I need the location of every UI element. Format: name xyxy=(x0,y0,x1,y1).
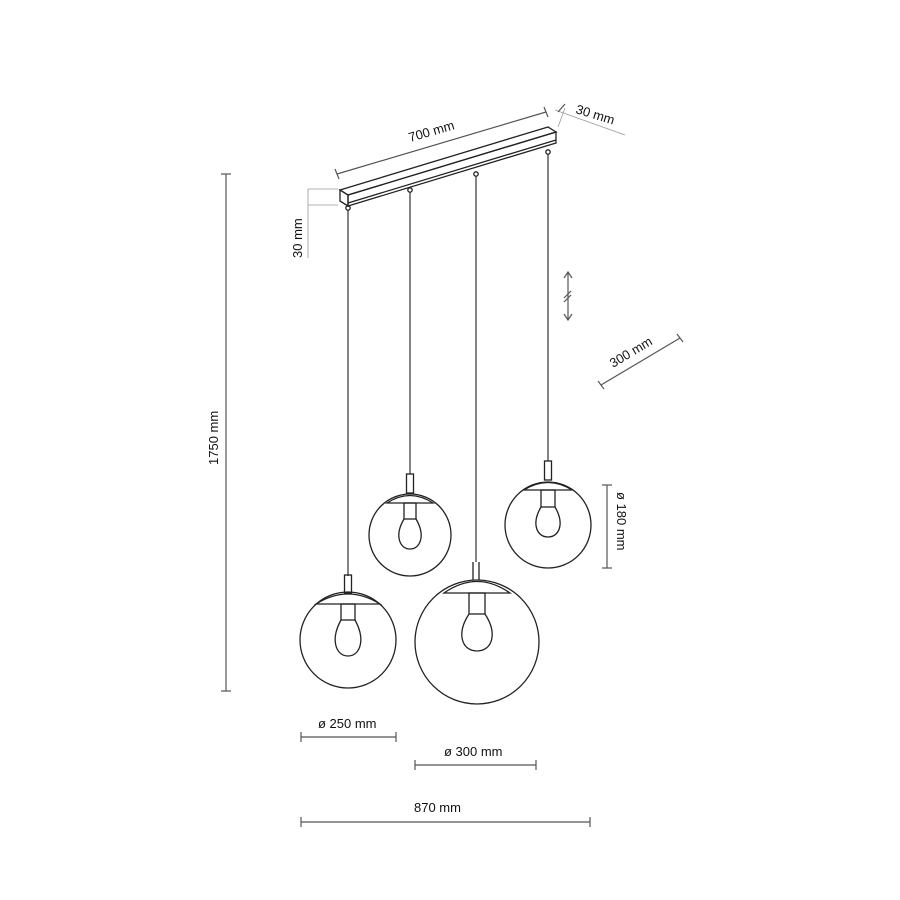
dim-total-width: 870 mm xyxy=(300,800,591,827)
dim-adjustable-cord: 300 mm xyxy=(597,334,684,390)
small-globe-label: ø 180 mm xyxy=(614,492,629,551)
medium-globe-label: ø 250 mm xyxy=(318,716,377,731)
dim-rail-height: 30 mm xyxy=(290,188,338,258)
rail-depth-label: 30 mm xyxy=(574,102,616,128)
pendant-middle-left xyxy=(368,473,452,577)
pendant-right xyxy=(504,460,592,569)
large-globe-label: ø 300 mm xyxy=(444,744,503,759)
pendant-left xyxy=(299,574,397,689)
adjustable-cord-label: 300 mm xyxy=(607,334,655,371)
total-width-label: 870 mm xyxy=(414,800,461,815)
dim-large-globe: ø 300 mm xyxy=(414,744,537,770)
dim-medium-globe: ø 250 mm xyxy=(300,716,397,742)
dim-total-height: 1750 mm xyxy=(206,173,231,692)
adjustable-height-icon xyxy=(563,270,573,322)
dim-rail-length: 700 mm xyxy=(334,106,549,180)
dim-rail-depth: 30 mm xyxy=(554,102,626,136)
dim-small-globe: ø 180 mm xyxy=(602,484,629,569)
rail-height-label: 30 mm xyxy=(290,218,305,258)
cords xyxy=(345,149,551,576)
pendant-middle-right xyxy=(414,562,540,705)
ceiling-rail xyxy=(338,126,558,208)
total-height-label: 1750 mm xyxy=(206,411,221,465)
